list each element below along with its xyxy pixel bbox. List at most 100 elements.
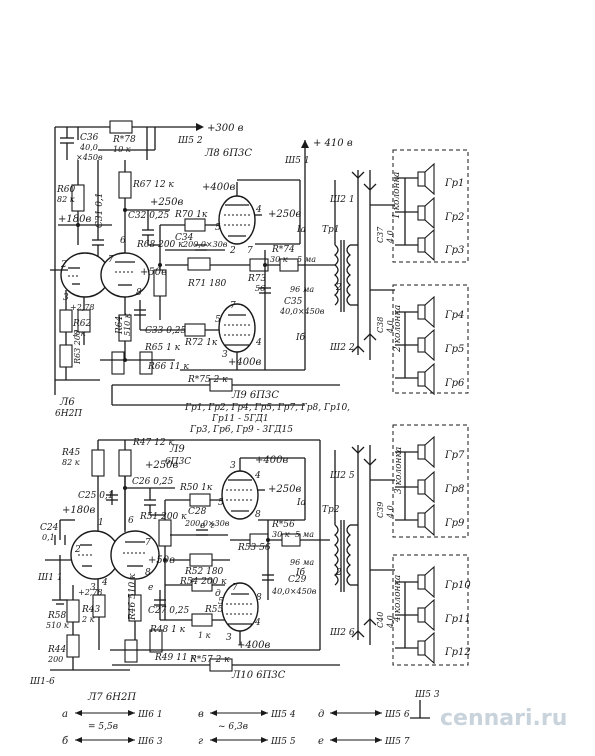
r44-label: R44 xyxy=(47,645,67,655)
l8-label: Л8 6П3С xyxy=(204,148,252,159)
legend-a-target: Ш6 1 xyxy=(137,710,163,720)
l7-label: Л7 6Н2П xyxy=(87,692,136,703)
speaker-note-2: Гр11 - 5ГД1 xyxy=(211,414,269,424)
sh25-label: Ш2 5 xyxy=(329,471,355,481)
r51-resistor xyxy=(158,519,172,547)
r62-resistor xyxy=(59,309,73,333)
v400a-label: +400в xyxy=(202,182,235,193)
r78-value: 10 к xyxy=(113,145,131,154)
v250b-label: +250в xyxy=(268,209,301,220)
l9b-label: Л9 xyxy=(169,444,185,455)
node-g-lower: г xyxy=(210,521,215,531)
ma5a-label: 5 ма xyxy=(297,255,316,264)
r67-resistor xyxy=(118,171,132,199)
l6-pin8: 8 xyxy=(136,288,142,298)
r72-label: R72 1к xyxy=(184,338,218,348)
r49-resistor xyxy=(124,639,138,663)
l7-pin6: 6 xyxy=(128,516,134,526)
c39-label: C39 xyxy=(376,502,385,518)
c35-label: C35 xyxy=(284,297,303,307)
c36-rating: ×450в xyxy=(76,153,103,162)
tr2-label: Тр2 xyxy=(322,505,340,515)
l9b-pin5: 5 xyxy=(218,498,224,508)
r55-resistor xyxy=(191,613,213,627)
r54-resistor xyxy=(191,578,213,592)
column-2-box xyxy=(392,284,469,394)
r58-label: R58 xyxy=(47,611,67,621)
r66-resistor xyxy=(111,351,125,375)
sh52-label: Ш5 2 xyxy=(177,136,203,146)
v400c-label: +400в xyxy=(255,455,288,466)
top-supply-rail xyxy=(54,120,204,160)
r46-label: R46 510 к xyxy=(128,573,138,621)
c25-label: C25 0,1 xyxy=(78,491,114,501)
r56-label: R*56 xyxy=(271,520,295,530)
c32-label: C32 0,25 xyxy=(128,211,170,221)
r62-label: R62 xyxy=(72,319,92,329)
speaker-gr1 xyxy=(417,162,435,196)
r54-label: R54 200 к xyxy=(179,577,227,587)
heater-legend xyxy=(75,700,430,743)
r78-label: R*78 xyxy=(112,135,136,145)
c36-value: 40,0 xyxy=(79,143,98,152)
r53-label: R53 56 xyxy=(237,543,271,553)
r75-resistor xyxy=(209,378,233,392)
c39-value: 4,0 xyxy=(386,505,395,519)
node-d-lower: д xyxy=(215,589,221,599)
upper-middle-network xyxy=(100,160,230,375)
speaker-gr10 xyxy=(417,565,435,599)
r46-resistor xyxy=(128,594,142,622)
l6-pin7: 7 xyxy=(108,255,114,265)
l10-pin3: 3 xyxy=(226,633,232,643)
r65-resistor xyxy=(139,351,153,375)
r50-label: R50 1к xyxy=(179,483,213,493)
c24-label: C24 xyxy=(40,523,59,533)
v180b-label: +180в xyxy=(62,505,95,516)
speaker-gr9 xyxy=(417,503,435,537)
l6-pin6: 6 xyxy=(120,236,126,246)
c31-label: C31 0,1 xyxy=(95,192,105,228)
column-4-box xyxy=(392,554,469,666)
col4-label: 4 колонка xyxy=(393,575,403,623)
sh16-label: Ш1-6 xyxy=(29,677,55,687)
gr5-label: Гр5 xyxy=(444,344,464,355)
legend-e: е xyxy=(318,736,324,747)
v400b-label: +400в xyxy=(228,357,261,368)
r64-resistor xyxy=(118,314,132,342)
l10-pin4: 4 xyxy=(254,618,261,628)
l9b-pin8: 8 xyxy=(255,510,261,520)
tr2-pin2: 2 xyxy=(335,568,342,578)
legend-v-target: Ш5 4 xyxy=(270,710,296,720)
i6a-label: Iб xyxy=(295,332,306,343)
r60-resistor xyxy=(71,184,85,212)
r48-resistor xyxy=(149,629,163,653)
speaker-gr11 xyxy=(417,598,435,632)
r74-label: R*74 xyxy=(271,245,295,255)
r43-label: R43 xyxy=(81,605,101,615)
c40-value: 4,0 xyxy=(386,615,395,629)
upper-cathode-network xyxy=(180,179,335,371)
r47-label: R47 12 к xyxy=(132,438,174,448)
speaker-gr5 xyxy=(417,328,435,362)
l9-output-tube xyxy=(218,303,256,370)
iab-label: Iа xyxy=(296,498,306,508)
r52-label: R52 180 xyxy=(184,567,224,577)
tr2-transformer xyxy=(333,445,395,645)
l9b-type: 6П3С xyxy=(165,457,191,467)
gr3-label: Гр3 xyxy=(444,245,464,256)
speaker-note-1: Гр1, Гр2, Гр4, Гр5, Гр7, Гр8, Гр10, xyxy=(184,403,350,413)
r55-label: R55 xyxy=(204,605,224,615)
r68-label: R68 200 к xyxy=(136,240,184,250)
legend-v: в xyxy=(198,709,204,720)
l10-pin7: 7 xyxy=(232,583,238,593)
r49-label: R49 11 к xyxy=(154,653,196,663)
gr9-label: Гр9 xyxy=(444,518,465,529)
col2-label: 2 колонка xyxy=(393,305,403,353)
ma5b-label: 5 ма xyxy=(295,530,314,539)
c38-label: C38 xyxy=(376,317,385,333)
legend-d-target: Ш5 6 xyxy=(384,710,410,720)
col3-label: 3 колонка xyxy=(394,447,404,494)
c29-value: 40,0×450в xyxy=(271,587,317,596)
gr6-label: Гр6 xyxy=(444,378,465,389)
